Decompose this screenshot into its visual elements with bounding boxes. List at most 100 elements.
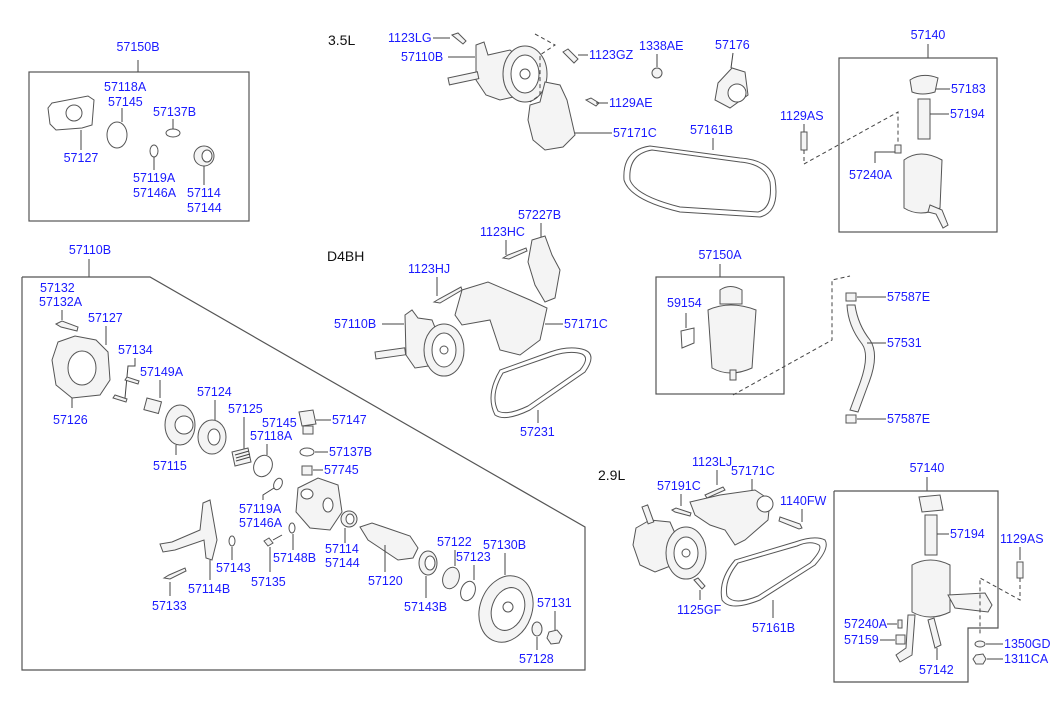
- part-label-57150b[interactable]: 57150B: [116, 40, 159, 54]
- hose-clamp-icon: [845, 292, 857, 302]
- part-label-57124[interactable]: 57124: [197, 385, 232, 399]
- part-label-1123lj[interactable]: 1123LJ: [692, 455, 732, 469]
- part-label-57183[interactable]: 57183: [951, 82, 986, 96]
- bolt-icon: [162, 567, 187, 580]
- part-label-1129ae[interactable]: 1129AE: [609, 96, 653, 110]
- part-label-57114-main[interactable]: 57114: [325, 542, 359, 556]
- part-label-57118a[interactable]: 57118A: [104, 80, 147, 94]
- part-label-57143b[interactable]: 57143B: [404, 600, 447, 614]
- bolt-icon: [562, 48, 579, 64]
- part-label-57128[interactable]: 57128: [519, 652, 554, 666]
- part-label-57140-bottom[interactable]: 57140: [910, 461, 945, 475]
- part-label-57110b-d4bh[interactable]: 57110B: [334, 317, 376, 331]
- part-label-57123[interactable]: 57123: [456, 550, 491, 564]
- bolt-icon: [671, 507, 692, 517]
- part-label-57194-top[interactable]: 57194: [950, 107, 985, 121]
- part-label-1338ae[interactable]: 1338AE: [639, 39, 683, 53]
- part-label-57145-main[interactable]: 57145: [262, 416, 297, 430]
- part-label-57144[interactable]: 57144: [187, 201, 222, 215]
- part-label-57140-top[interactable]: 57140: [911, 28, 946, 42]
- part-label-57145[interactable]: 57145: [108, 95, 143, 109]
- part-label-57745[interactable]: 57745: [324, 463, 359, 477]
- part-label-57133[interactable]: 57133: [152, 599, 187, 613]
- part-label-57114[interactable]: 57114: [187, 186, 221, 200]
- part-label-57135[interactable]: 57135: [251, 575, 286, 589]
- part-label-57231[interactable]: 57231: [520, 425, 555, 439]
- part-label-57125[interactable]: 57125: [228, 402, 263, 416]
- part-label-1129as-bottom[interactable]: 1129AS: [1000, 532, 1044, 546]
- part-label-1123lg[interactable]: 1123LG: [388, 31, 432, 45]
- part-label-1350gd[interactable]: 1350GD: [1004, 637, 1051, 651]
- part-label-57119a-main[interactable]: 57119A: [239, 502, 282, 516]
- part-label-57149a[interactable]: 57149A: [140, 365, 184, 379]
- part-label-57587e-lower[interactable]: 57587E: [887, 412, 930, 426]
- part-label-57142[interactable]: 57142: [919, 663, 954, 677]
- part-label-57191c[interactable]: 57191C: [657, 479, 701, 493]
- part-label-57146a[interactable]: 57146A: [133, 186, 177, 200]
- part-label-57171c-2-9l[interactable]: 57171C: [731, 464, 775, 478]
- part-label-57110b-main[interactable]: 57110B: [69, 243, 111, 257]
- plug-thread-icon: [302, 425, 314, 435]
- spring-icon: [231, 447, 252, 467]
- part-label-1123gz[interactable]: 1123GZ: [589, 48, 634, 62]
- part-label-57132[interactable]: 57132: [40, 281, 75, 295]
- gasket-hole-icon: [65, 104, 83, 122]
- part-label-57161b-3-5l[interactable]: 57161B: [690, 123, 733, 137]
- part-label-57240a-top[interactable]: 57240A: [849, 168, 893, 182]
- part-label-57227b[interactable]: 57227B: [518, 208, 561, 222]
- oil-seal-icon: [442, 566, 460, 590]
- seal-ring-icon: [299, 447, 315, 457]
- part-label-57531[interactable]: 57531: [887, 336, 922, 350]
- part-label-57126[interactable]: 57126: [53, 413, 88, 427]
- part-label-57143[interactable]: 57143: [216, 561, 251, 575]
- part-label-57171c-d4bh[interactable]: 57171C: [564, 317, 608, 331]
- o-ring-icon: [253, 454, 273, 478]
- part-label-57110b-3-5l[interactable]: 57110B: [401, 50, 443, 64]
- part-label-57144-main[interactable]: 57144: [325, 556, 360, 570]
- part-label-57194-bottom[interactable]: 57194: [950, 527, 985, 541]
- washer-icon: [974, 640, 986, 648]
- part-label-57159[interactable]: 57159: [844, 633, 879, 647]
- filter-cap-icon: [719, 286, 743, 305]
- bolt-icon: [1016, 561, 1024, 579]
- part-label-1140fw[interactable]: 1140FW: [780, 494, 827, 508]
- part-label-57120[interactable]: 57120: [368, 574, 403, 588]
- part-label-57587e-upper[interactable]: 57587E: [887, 290, 930, 304]
- part-label-57122[interactable]: 57122: [437, 535, 472, 549]
- part-label-57137b[interactable]: 57137B: [153, 105, 196, 119]
- part-label-57146a-main[interactable]: 57146A: [239, 516, 283, 530]
- part-label-57134[interactable]: 57134: [118, 343, 153, 357]
- bolt-icon: [693, 577, 706, 590]
- part-label-57114b[interactable]: 57114B: [188, 582, 230, 596]
- filter-outlet-icon: [729, 369, 737, 381]
- part-label-1311ca[interactable]: 1311CA: [1004, 652, 1049, 666]
- part-label-57161b-2-9l[interactable]: 57161B: [752, 621, 795, 635]
- part-label-57119a[interactable]: 57119A: [133, 171, 176, 185]
- upper-bracket-icon: [527, 235, 561, 303]
- part-label-57148b[interactable]: 57148B: [273, 551, 316, 565]
- pulley-nut-icon: [519, 68, 531, 80]
- o-ring-icon: [106, 121, 128, 149]
- part-label-57171c-3-5l[interactable]: 57171C: [613, 126, 657, 140]
- label-sticker-icon: [680, 327, 695, 349]
- pump-exploded-group: 57110B 57132 57132A 57127 57126 57134 57…: [21, 243, 586, 671]
- part-label-57127[interactable]: 57127: [64, 151, 99, 165]
- part-label-59154[interactable]: 59154: [667, 296, 702, 310]
- part-label-57147[interactable]: 57147: [332, 413, 367, 427]
- part-label-1129as-top[interactable]: 1129AS: [780, 109, 824, 123]
- part-label-57130b[interactable]: 57130B: [483, 538, 526, 552]
- part-label-57240a-bottom[interactable]: 57240A: [844, 617, 888, 631]
- part-label-57137b-main[interactable]: 57137B: [329, 445, 372, 459]
- part-label-1123hc[interactable]: 1123HC: [480, 225, 525, 239]
- part-label-57118a-main[interactable]: 57118A: [250, 429, 293, 443]
- part-label-57131[interactable]: 57131: [537, 596, 572, 610]
- part-label-1123hj[interactable]: 1123HJ: [408, 262, 450, 276]
- pulley-center-icon: [502, 601, 514, 613]
- part-label-57127-main[interactable]: 57127: [88, 311, 123, 325]
- bolt-icon: [778, 516, 803, 530]
- part-label-57115[interactable]: 57115: [153, 459, 187, 473]
- part-label-1125gf[interactable]: 1125GF: [677, 603, 722, 617]
- part-label-57150a[interactable]: 57150A: [698, 248, 742, 262]
- part-label-57132a[interactable]: 57132A: [39, 295, 83, 309]
- part-label-57176[interactable]: 57176: [715, 38, 750, 52]
